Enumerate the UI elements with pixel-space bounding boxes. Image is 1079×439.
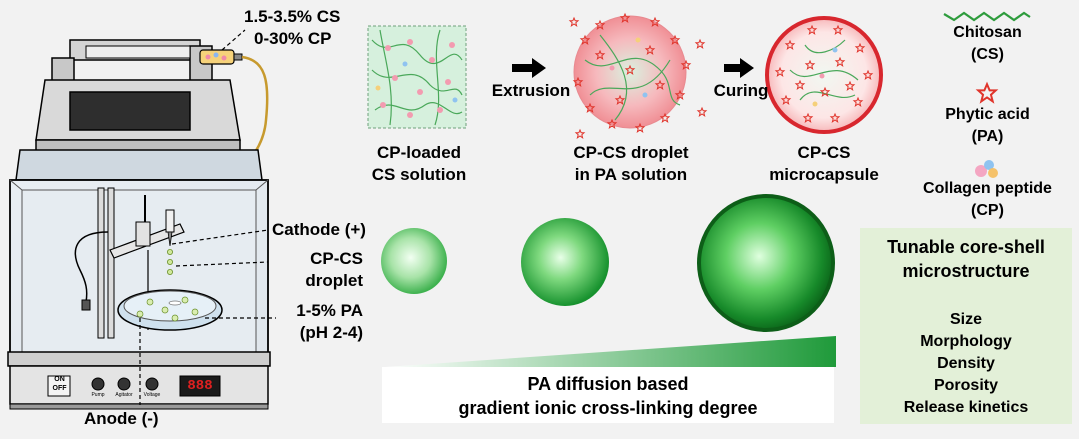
syringe-pump [35, 39, 241, 155]
switch-on-label: ON [54, 376, 65, 383]
legend-cp-line2: (CP) [971, 202, 1004, 219]
curing-arrow-icon [724, 58, 754, 78]
collagen-peptide-icon [975, 160, 998, 178]
pa-bath-label-line2: (pH 2-4) [299, 323, 363, 342]
properties-title-line1: Tunable core-shell [887, 237, 1045, 257]
pump-knob-label: Pump [91, 392, 105, 398]
small-sphere-icon [381, 228, 447, 294]
legend-cp-line1: Collagen peptide [923, 180, 1052, 197]
legend-pa-line1: Phytic acid [945, 106, 1030, 123]
gradient-caption-line2: gradient ionic cross-linking degree [458, 398, 758, 418]
legend-cs-line2: (CS) [971, 46, 1004, 63]
gradient-spheres [381, 194, 835, 332]
property-item-morphology: Morphology [920, 333, 1012, 350]
pa-bath-label-line1: 1-5% PA [296, 301, 363, 320]
step2-label-line2: in PA solution [574, 165, 688, 184]
needle-stand [74, 187, 185, 339]
extrusion-label: Extrusion [491, 81, 571, 100]
process-illustration [367, 11, 1031, 178]
properties-title-line2: microstructure [902, 261, 1030, 281]
curing-label: Curing [713, 81, 769, 100]
pa-bath-dish [117, 289, 223, 331]
chitosan-icon [943, 11, 1031, 22]
legend-pa-line2: (PA) [971, 128, 1004, 145]
property-item-size: Size [949, 311, 982, 328]
gradient-caption-line1: PA diffusion based [527, 374, 689, 394]
power-switch[interactable]: ON OFF [49, 375, 70, 393]
falling-droplets [166, 248, 173, 275]
voltage-display: 888 [187, 378, 213, 394]
gradient-caption-box [382, 367, 834, 423]
property-item-release-kinetics: Release kinetics [903, 399, 1029, 416]
legend-cs-line1: Chitosan [953, 24, 1022, 41]
large-sphere-icon [697, 194, 835, 332]
step1-label-line2: CS solution [371, 165, 467, 184]
extrusion-arrow-icon [512, 58, 546, 78]
medium-sphere-icon [521, 218, 609, 306]
properties-panel [860, 228, 1072, 424]
anode-label: Anode (-) [84, 409, 159, 428]
droplet-label-line2: droplet [305, 271, 363, 290]
electrospray-device [7, 29, 276, 410]
syringe-label-cs: 1.5-3.5% CS [244, 7, 341, 26]
pointer-lines [139, 229, 276, 405]
microcapsule-icon [765, 16, 883, 134]
cs-droplet-icon [569, 13, 707, 139]
property-item-porosity: Porosity [933, 377, 998, 394]
step2-label-line1: CP-CS droplet [573, 143, 689, 162]
control-base [7, 351, 271, 410]
step3-label-line1: CP-CS [797, 143, 851, 162]
crosslink-gradient-wedge [385, 336, 836, 367]
voltage-knob-label: Voltage [143, 392, 161, 398]
phytic-acid-icon [975, 81, 999, 104]
droplet-label-line1: CP-CS [310, 249, 363, 268]
cs-solution-icon [367, 25, 467, 129]
glass-enclosure [9, 149, 269, 361]
agitator-knob-label: Agitator [115, 392, 133, 398]
step3-label-line2: microcapsule [769, 165, 879, 184]
step1-label-line1: CP-loaded [376, 143, 462, 162]
property-item-density: Density [937, 355, 995, 372]
cathode-label: Cathode (+) [272, 220, 366, 239]
switch-off-label: OFF [52, 385, 67, 392]
syringe-label-cp: 0-30% CP [254, 29, 332, 48]
